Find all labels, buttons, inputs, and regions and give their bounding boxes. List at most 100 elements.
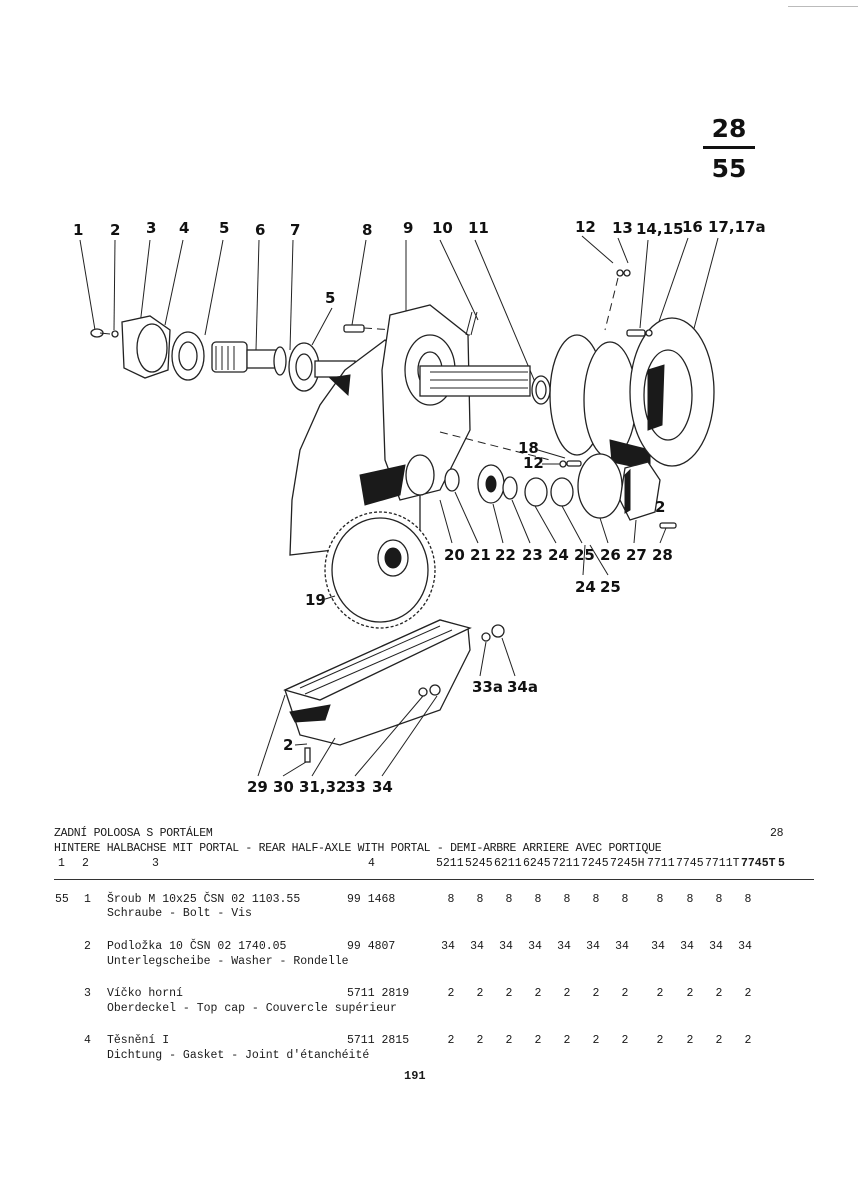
row-part-no: 99 4807: [347, 940, 396, 953]
row-pos: 3: [84, 987, 91, 1000]
row-part-no: 5711 2815: [347, 1034, 410, 1047]
model-header-6245: 6245: [523, 857, 551, 870]
qty-cell: 8: [744, 893, 752, 906]
callout-16: 16: [682, 218, 703, 236]
model-header-7711T: 7711T: [705, 857, 740, 870]
col-header-1: 1: [58, 857, 65, 870]
callout-29: 29: [247, 778, 268, 796]
callout-31-32: 31,32: [299, 778, 346, 796]
row-name-cz: Podložka 10 ČSN 02 1740.05: [107, 940, 287, 953]
row-pos: 1: [84, 893, 91, 906]
qty-cell: 2: [505, 987, 513, 1000]
drive-shaft-assembly: 5: [90, 289, 471, 392]
col-header-2: 2: [82, 857, 89, 870]
qty-cell: 2: [447, 987, 455, 1000]
row-name-cz: Těsnění I: [107, 1034, 170, 1047]
callout-5-second: 5: [325, 289, 335, 307]
callout-5: 5: [219, 219, 229, 237]
callout-25-second: 25: [600, 578, 621, 596]
callout-18: 18: [518, 439, 539, 457]
portal-housing: [289, 304, 551, 556]
qty-cell: 34: [709, 940, 723, 953]
qty-cell: 34: [680, 940, 694, 953]
callout-27: 27: [626, 546, 647, 564]
model-header-7245H: 7245H: [610, 857, 645, 870]
callout-34a: 34a: [507, 678, 538, 696]
col-header-4: 4: [368, 857, 375, 870]
qty-cell: 8: [447, 893, 455, 906]
wheel-hub-flanges: [531, 269, 715, 471]
qty-cell: 34: [528, 940, 542, 953]
model-header-7745T: 7745T: [741, 857, 776, 870]
callout-10: 10: [432, 219, 453, 237]
qty-cell: 34: [586, 940, 600, 953]
lower-bearing-parts: 18 12 2 20 21 22 23 24 25 26 27 28 24 25: [439, 439, 677, 596]
row-name-multi: Schraube - Bolt - Vis: [107, 907, 252, 920]
qty-cell: 2: [476, 987, 484, 1000]
row-sheet: 55: [55, 893, 69, 906]
table-page-ref: 28: [770, 827, 784, 840]
qty-cell: 2: [656, 987, 664, 1000]
callout-13: 13: [612, 219, 633, 237]
qty-cell: 2: [592, 1034, 600, 1047]
qty-cell: 34: [470, 940, 484, 953]
qty-cell: 8: [686, 893, 694, 906]
callout-20: 20: [444, 546, 465, 564]
leader-lines-top: [79, 235, 719, 383]
callout-34: 34: [372, 778, 393, 796]
callout-14-15: 14,15: [636, 220, 683, 238]
callouts-top: 1 2 3 4 5 6 7 8 9 10 11 12 13 14,15 16 1…: [73, 218, 766, 239]
callout-2-pan: 2: [283, 736, 293, 754]
row-part-no: 99 1468: [347, 893, 396, 906]
qty-cell: 8: [534, 893, 542, 906]
qty-cell: 2: [715, 987, 723, 1000]
qty-cell: 2: [534, 987, 542, 1000]
qty-cell: 34: [499, 940, 513, 953]
qty-cell: 8: [715, 893, 723, 906]
table-subtitle: HINTERE HALBACHSE MIT PORTAL - REAR HALF…: [54, 842, 662, 855]
callout-30: 30: [273, 778, 294, 796]
qty-cell: 2: [505, 1034, 513, 1047]
qty-cell: 8: [563, 893, 571, 906]
model-header-7245: 7245: [581, 857, 609, 870]
qty-cell: 2: [563, 1034, 571, 1047]
callout-11: 11: [468, 219, 489, 237]
qty-cell: 2: [447, 1034, 455, 1047]
qty-cell: 8: [505, 893, 513, 906]
callout-7: 7: [290, 221, 300, 239]
callout-8: 8: [362, 221, 372, 239]
qty-cell: 8: [592, 893, 600, 906]
callout-2-cap: 2: [655, 498, 665, 516]
row-pos: 2: [84, 940, 91, 953]
qty-cell: 2: [656, 1034, 664, 1047]
qty-cell: 2: [744, 1034, 752, 1047]
qty-cell: 2: [744, 987, 752, 1000]
row-name-multi: Oberdeckel - Top cap - Couvercle supérie…: [107, 1002, 397, 1015]
callout-17-17a: 17,17a: [708, 218, 766, 236]
qty-cell: 2: [686, 987, 694, 1000]
callout-33: 33: [345, 778, 366, 796]
model-header-7711: 7711: [647, 857, 675, 870]
oil-pan-assembly: 33a 34a 2 29 30 31,32 33 34: [247, 619, 538, 796]
qty-cell: 2: [621, 1034, 629, 1047]
callout-2: 2: [110, 221, 120, 239]
qty-cell: 2: [563, 987, 571, 1000]
callout-3: 3: [146, 219, 156, 237]
col-header-3: 3: [152, 857, 159, 870]
callout-12-second: 12: [523, 454, 544, 472]
callout-12: 12: [575, 218, 596, 236]
table-title: ZADNÍ POLOOSA S PORTÁLEM: [54, 827, 213, 840]
qty-cell: 2: [715, 1034, 723, 1047]
model-header-7745: 7745: [676, 857, 704, 870]
qty-cell: 2: [592, 987, 600, 1000]
row-part-no: 5711 2819: [347, 987, 410, 1000]
callout-22: 22: [495, 546, 516, 564]
sheet-group-number: 28: [711, 114, 747, 143]
qty-cell: 34: [557, 940, 571, 953]
model-header-7211: 7211: [552, 857, 580, 870]
callout-24: 24: [548, 546, 569, 564]
callout-23: 23: [522, 546, 543, 564]
callout-21: 21: [470, 546, 491, 564]
qty-cell: 8: [476, 893, 484, 906]
qty-cell: 2: [534, 1034, 542, 1047]
